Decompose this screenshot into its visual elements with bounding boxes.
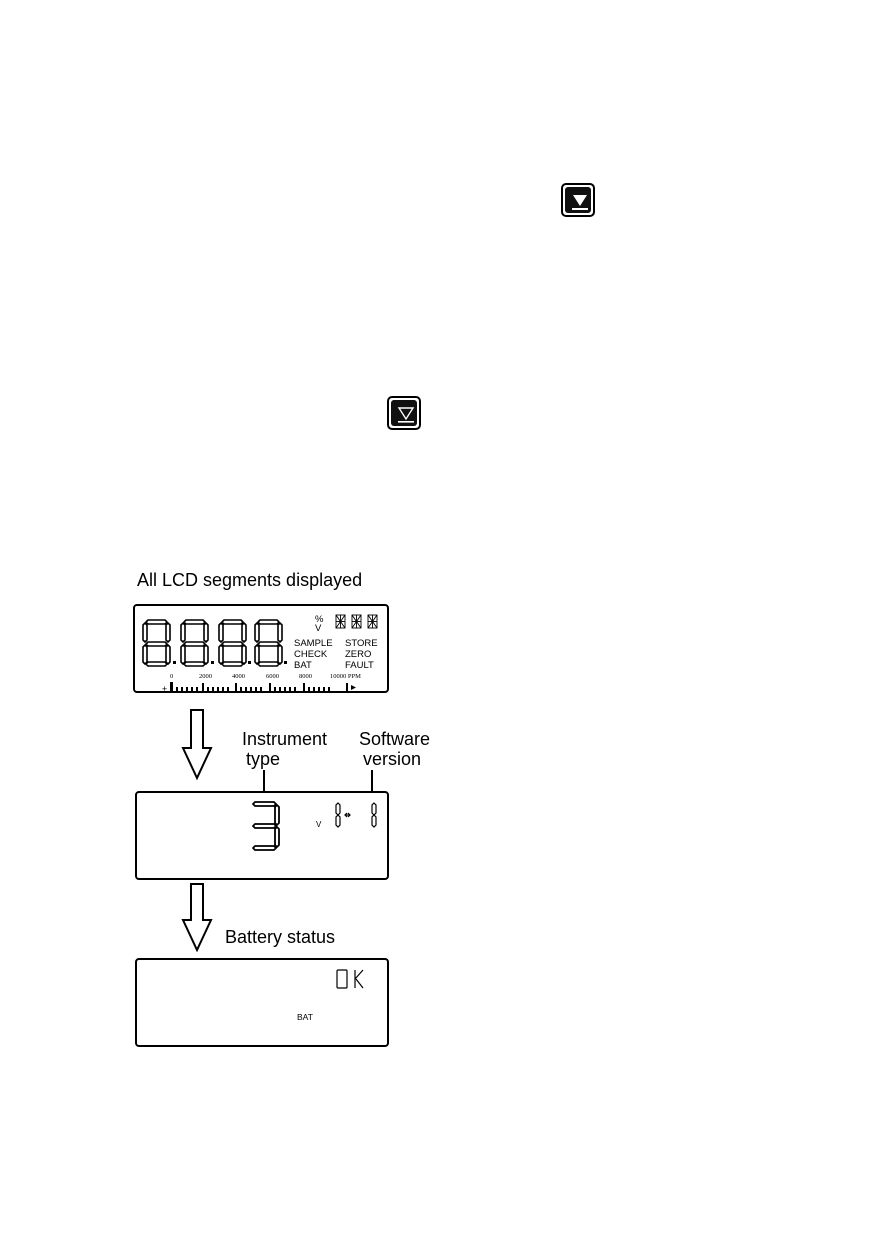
flow-arrow-down-icon	[182, 884, 212, 954]
software-version-segments	[333, 801, 383, 831]
lcd-battery-status: OK BAT	[135, 958, 389, 1047]
lcd-instrument-info: V 1-1 3	[135, 791, 389, 880]
instrument-type-digit	[247, 799, 287, 855]
battery-status-caption: Battery status	[225, 927, 335, 947]
battery-indicator-bat: BAT	[297, 1012, 313, 1023]
battery-ok-segments	[335, 968, 375, 994]
instrument-unit-v: V	[316, 819, 321, 830]
